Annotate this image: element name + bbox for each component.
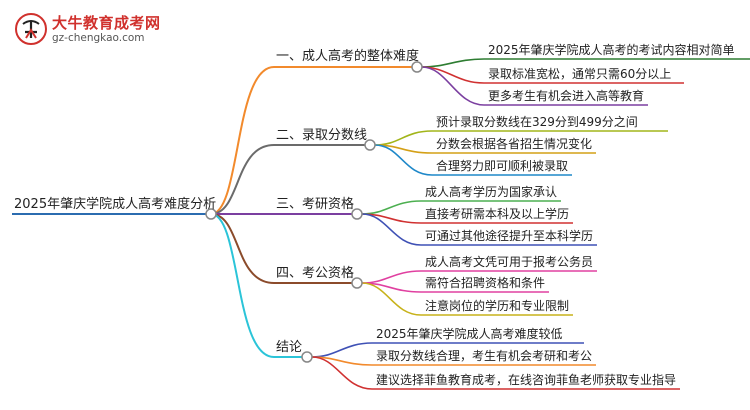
leaf-connector-5-1 bbox=[311, 342, 373, 358]
root-node bbox=[205, 208, 217, 220]
root-node-label: 2025年肇庆学院成人高考难度分析 bbox=[14, 197, 217, 212]
leaf-connector-5-3 bbox=[311, 356, 373, 390]
leaf-label-5-3: 建议选择菲鱼教育成考，在线咨询菲鱼老师获取专业指导 bbox=[376, 373, 677, 387]
leaf-label-2-2: 分数会根据各省招生情况变化 bbox=[436, 137, 593, 151]
logo-mark-icon bbox=[15, 13, 47, 45]
branch-node-1 bbox=[411, 61, 423, 73]
leaf-connector-3-1 bbox=[361, 200, 422, 215]
branch-node-4 bbox=[351, 277, 363, 289]
branch-node-2 bbox=[364, 139, 376, 151]
leaf-label-1-2: 录取标准宽松，通常只需60分以上 bbox=[488, 67, 672, 81]
branch-connector-5 bbox=[210, 213, 275, 358]
leaf-label-3-3: 可通过其他途径提升至本科学历 bbox=[425, 229, 594, 243]
leaf-label-3-2: 直接考研需本科及以上学历 bbox=[425, 207, 570, 221]
site-logo[interactable]: 大牛教育成考网 gz-chengkao.com bbox=[14, 12, 184, 52]
leaf-connector-1-3 bbox=[421, 66, 485, 106]
leaf-label-3-1: 成人高考学历为国家承认 bbox=[425, 185, 558, 199]
leaf-label-2-1: 预计录取分数线在329分到499分之间 bbox=[436, 115, 638, 129]
branch-node-3 bbox=[351, 208, 363, 220]
leaf-label-1-3: 更多考生有机会进入高等教育 bbox=[488, 89, 645, 103]
leaf-connector-3-3 bbox=[361, 213, 422, 246]
leaf-connector-4-1 bbox=[361, 270, 422, 284]
leaf-label-5-1: 2025年肇庆学院成人高考难度较低 bbox=[376, 327, 563, 341]
branch-label-2: 二、录取分数线 bbox=[276, 128, 368, 143]
leaf-connector-4-3 bbox=[361, 282, 422, 316]
branch-connector-4 bbox=[210, 213, 275, 284]
leaf-label-2-3: 合理努力即可顺利被录取 bbox=[436, 159, 569, 173]
branch-node-5 bbox=[301, 351, 313, 363]
branch-label-3: 三、考研资格 bbox=[276, 197, 355, 212]
leaf-connector-2-3 bbox=[374, 144, 433, 176]
branch-label-5: 结论 bbox=[276, 340, 303, 355]
leaf-label-1-1: 2025年肇庆学院成人高考的考试内容相对简单 bbox=[488, 43, 735, 57]
leaf-label-4-1: 成人高考文凭可用于报考公务员 bbox=[425, 255, 594, 269]
branch-connector-1 bbox=[210, 66, 275, 215]
leaf-label-4-3: 注意岗位的学历和专业限制 bbox=[425, 299, 570, 313]
branch-label-1: 一、成人高考的整体难度 bbox=[276, 49, 420, 64]
leaf-label-4-2: 需符合招聘资格和条件 bbox=[425, 276, 546, 290]
branch-label-4: 四、考公资格 bbox=[276, 266, 355, 281]
leaf-label-5-2: 录取分数线合理，考生有机会考研和考公 bbox=[376, 349, 593, 363]
branch-connector-2 bbox=[210, 144, 275, 215]
logo-title: 大牛教育成考网 bbox=[52, 14, 161, 32]
leaf-connector-1-1 bbox=[421, 58, 485, 68]
leaf-connector-2-1 bbox=[374, 130, 433, 146]
logo-url: gz-chengkao.com bbox=[52, 32, 145, 44]
